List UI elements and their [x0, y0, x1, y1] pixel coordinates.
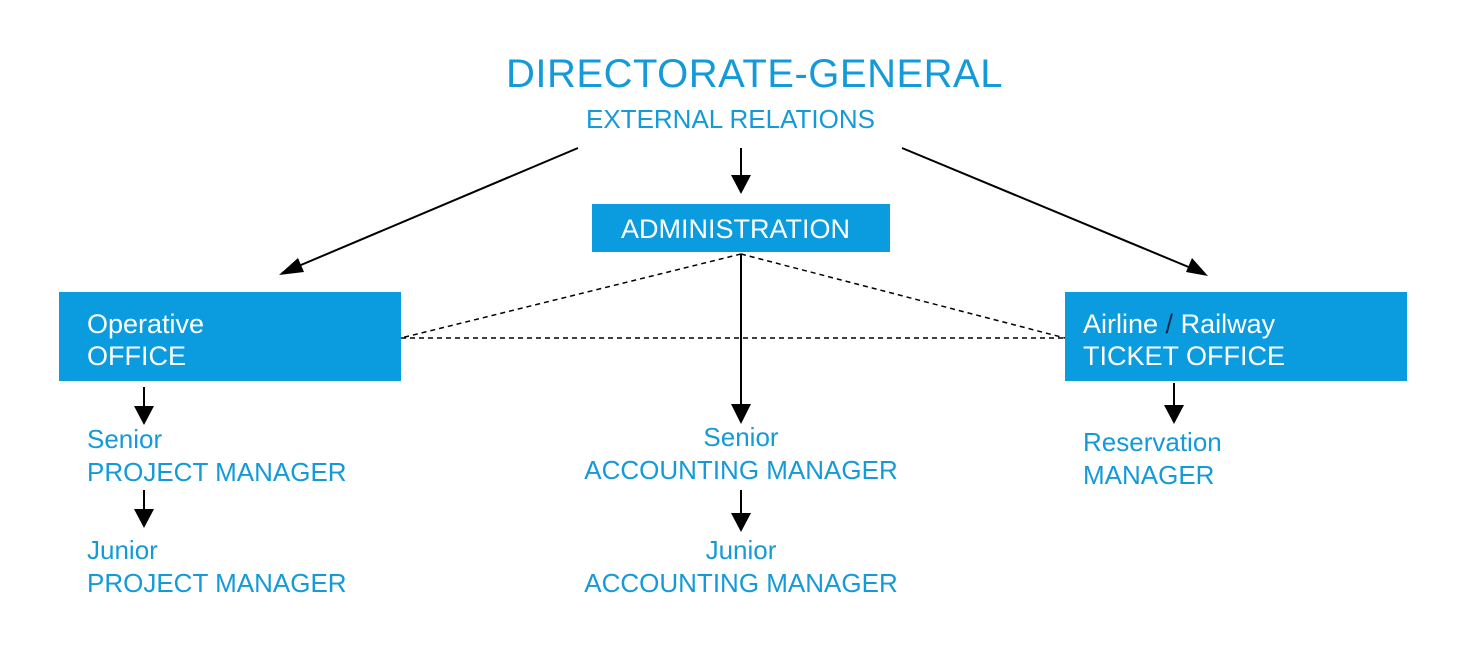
diagram-title: DIRECTORATE-GENERAL: [506, 52, 1003, 96]
role-title: PROJECT MANAGER: [87, 457, 347, 487]
role-level: Senior: [703, 422, 779, 452]
ticket-airline: Airline: [1083, 309, 1159, 339]
role-title: PROJECT MANAGER: [87, 568, 347, 598]
role-title: MANAGER: [1083, 460, 1215, 490]
diagram-subtitle: EXTERNAL RELATIONS: [586, 104, 875, 134]
arrowhead-ticket: [1186, 258, 1208, 276]
arrowhead-reservation: [1164, 405, 1184, 424]
arrowhead-junior-project: [134, 509, 154, 528]
arrow-to-ticket: [901, 147, 1204, 274]
arrow-to-operative: [281, 147, 579, 274]
role-level: Junior: [87, 535, 158, 565]
ticket-line2: TICKET OFFICE: [1083, 341, 1286, 371]
senior-project-manager: Senior PROJECT MANAGER: [87, 423, 347, 489]
arrowhead-operative: [279, 258, 304, 275]
senior-accounting-manager: Senior ACCOUNTING MANAGER: [566, 421, 916, 487]
operative-line2: OFFICE: [87, 341, 186, 371]
operative-line1: Operative: [87, 309, 205, 339]
dashed-admin-ticket: [740, 253, 1066, 339]
ticket-separator: /: [1165, 309, 1174, 339]
arrowhead-junior-accounting: [731, 513, 751, 532]
ticket-office-box: Airline / Railway TICKET OFFICE: [1065, 292, 1407, 381]
arrowhead-senior-project: [134, 406, 154, 425]
arrowhead-admin: [731, 175, 751, 194]
junior-project-manager: Junior PROJECT MANAGER: [87, 534, 347, 600]
administration-label: ADMINISTRATION: [621, 214, 850, 244]
ticket-railway: Railway: [1180, 309, 1276, 339]
role-title: ACCOUNTING MANAGER: [584, 568, 898, 598]
reservation-manager: Reservation MANAGER: [1083, 426, 1222, 492]
ticket-line1: Airline / Railway: [1083, 309, 1275, 339]
administration-box: ADMINISTRATION: [592, 204, 890, 252]
role-level: Senior: [87, 424, 163, 454]
role-level: Junior: [705, 535, 777, 565]
dashed-admin-operative: [400, 253, 742, 339]
junior-accounting-manager: Junior ACCOUNTING MANAGER: [566, 534, 916, 600]
arrowhead-senior-accounting: [731, 404, 751, 424]
role-title: ACCOUNTING MANAGER: [584, 455, 898, 485]
role-level: Reservation: [1083, 427, 1222, 457]
operative-office-box: Operative OFFICE: [59, 292, 401, 381]
